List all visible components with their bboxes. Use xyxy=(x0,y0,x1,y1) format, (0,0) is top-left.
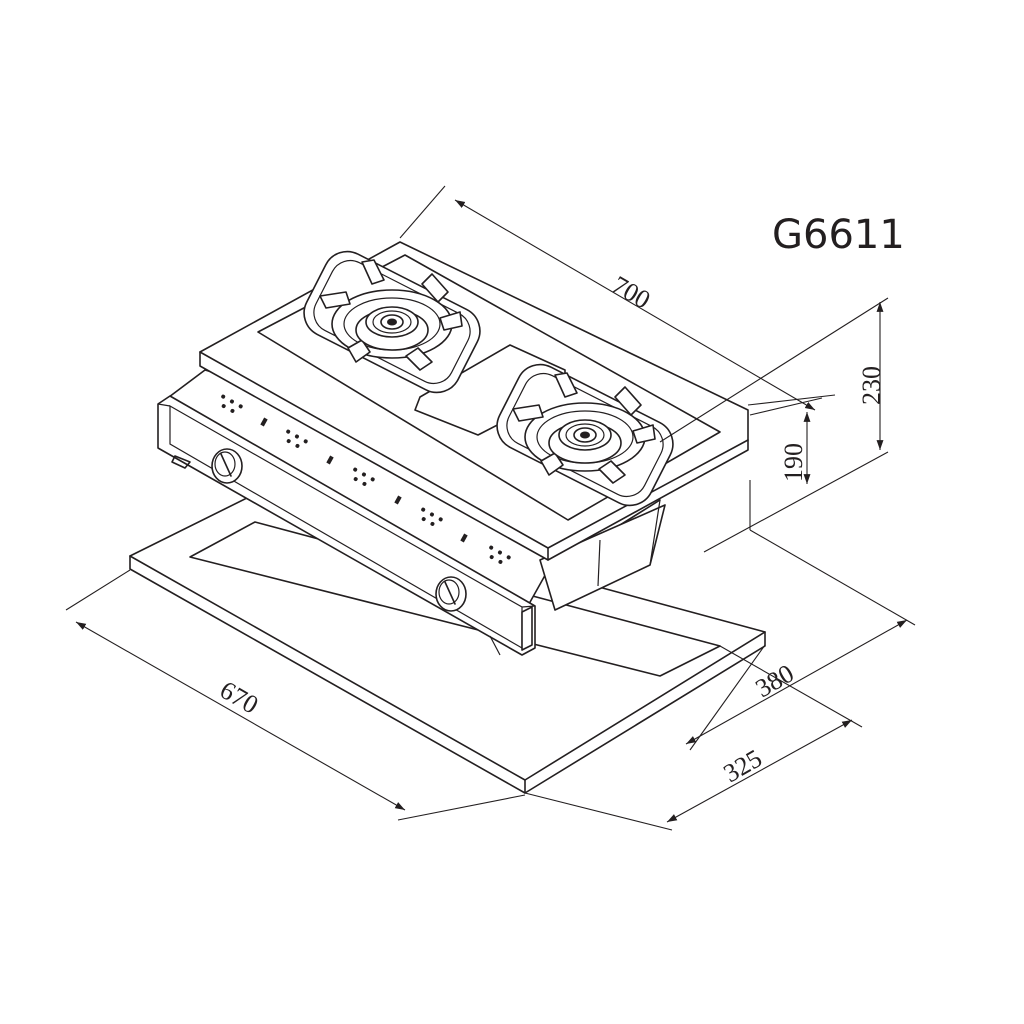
dimension-label-670: 670 xyxy=(215,675,263,720)
knob-right xyxy=(435,576,467,612)
dimension-label-380: 380 xyxy=(751,659,799,704)
dimension-label-230: 230 xyxy=(857,366,886,405)
dimension-230: 230 xyxy=(659,297,889,553)
dimension-label-190: 190 xyxy=(779,443,808,482)
vent-pattern xyxy=(221,394,511,564)
model-number: G6611 xyxy=(772,212,905,258)
dimension-label-700: 700 xyxy=(607,270,655,315)
dimension-190: 190 xyxy=(749,397,823,530)
burner-left xyxy=(303,250,481,394)
dimension-label-325: 325 xyxy=(719,744,767,789)
knob-left xyxy=(211,448,243,484)
